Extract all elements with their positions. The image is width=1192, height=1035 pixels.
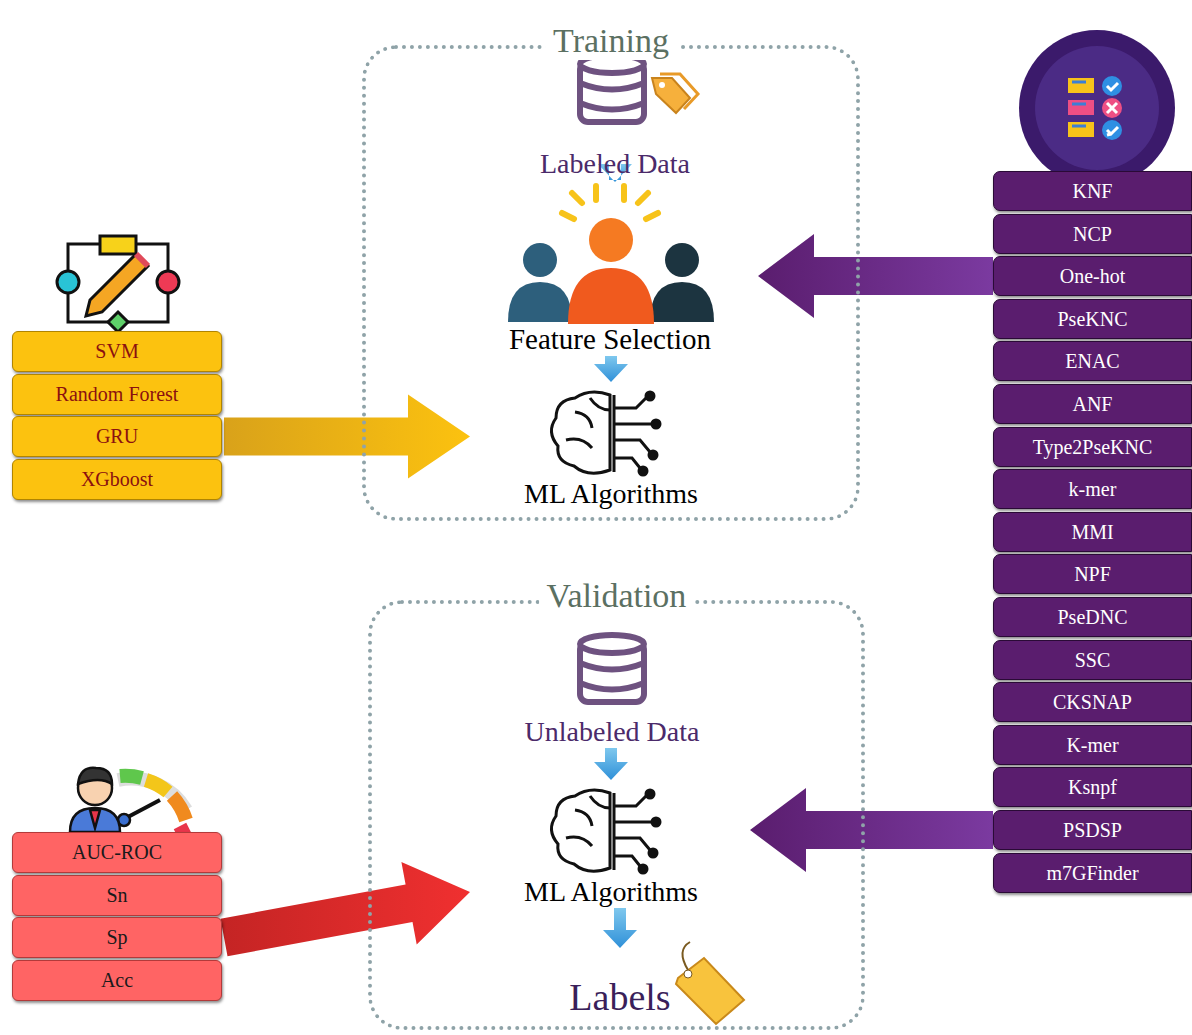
database-icon <box>580 55 644 122</box>
feature-box: Ksnpf <box>993 767 1192 807</box>
feature-box: PSDSP <box>993 810 1192 850</box>
flowchart-icon <box>57 236 179 332</box>
node-label: NCP <box>1073 223 1112 246</box>
node-label: One-hot <box>1060 265 1126 288</box>
people-icon <box>508 186 714 324</box>
algorithm-box: Random Forest <box>12 374 222 415</box>
node-label: PSDSP <box>1063 819 1122 842</box>
algorithm-box: XGboost <box>12 459 222 500</box>
node-label: k-mer <box>1069 478 1117 501</box>
flow-arrow <box>594 748 628 780</box>
feature-box: ANF <box>993 384 1192 424</box>
region-heading: Validation <box>539 577 695 615</box>
database-icon <box>580 635 644 702</box>
node-label: SSC <box>1075 649 1111 672</box>
node-label: AUC-ROC <box>72 841 162 864</box>
metric-box: AUC-ROC <box>12 832 222 873</box>
node-label: m7GFinder <box>1046 862 1138 885</box>
feature-box: PseKNC <box>993 299 1192 339</box>
node-label: K-mer <box>1066 734 1118 757</box>
node-label: PseKNC <box>1057 308 1127 331</box>
node-label: Unlabeled Data <box>525 718 700 746</box>
checklist-icon <box>1019 30 1175 186</box>
feature-box: SSC <box>993 640 1192 680</box>
feature-arrow <box>750 788 993 872</box>
node-label: Sn <box>106 884 127 907</box>
node-label: ML Algorithms <box>524 480 698 508</box>
feature-box: m7GFinder <box>993 853 1192 893</box>
training-region: TrainingLabeled DataFeature SelectionML … <box>362 45 860 521</box>
node-label: ENAC <box>1065 350 1119 373</box>
node-label: ANF <box>1072 393 1112 416</box>
feature-box: NPF <box>993 554 1192 594</box>
node-label: Sp <box>106 926 127 949</box>
model-node: ML Algorithms <box>480 782 742 906</box>
algorithm-box: SVM <box>12 331 222 372</box>
feature-box: ENAC <box>993 341 1192 381</box>
node-label: Labels <box>569 978 670 1016</box>
node-label: SVM <box>95 340 138 363</box>
feature-box: NCP <box>993 214 1192 254</box>
evaluator-icon <box>70 768 186 838</box>
node-label: Feature Selection <box>509 325 711 354</box>
validation-region: ValidationUnlabeled DataML AlgorithmsLab… <box>368 600 865 1030</box>
metric-arrow <box>221 862 471 956</box>
node-label: ML Algorithms <box>524 878 698 906</box>
feature-box: MMI <box>993 512 1192 552</box>
data-store: Unlabeled Data <box>480 634 744 746</box>
node-label: MMI <box>1071 521 1113 544</box>
feature-box: k-mer <box>993 469 1192 509</box>
node-label: KNF <box>1072 180 1112 203</box>
metric-box: Sn <box>12 875 222 916</box>
node-label: Acc <box>101 969 133 992</box>
tag-icon <box>652 74 698 113</box>
node-label: PseDNC <box>1057 606 1127 629</box>
process-node: Feature Selection <box>470 184 750 354</box>
algorithm-box: GRU <box>12 416 222 457</box>
node-label: GRU <box>96 425 138 448</box>
feature-box: K-mer <box>993 725 1192 765</box>
node-label: Labeled Data <box>540 150 690 178</box>
output-node: Labels <box>520 950 720 1016</box>
model-node: ML Algorithms <box>480 384 742 508</box>
brain-icon <box>551 392 660 475</box>
node-label: CKSNAP <box>1053 691 1132 714</box>
node-label: NPF <box>1074 563 1111 586</box>
feature-box: KNF <box>993 171 1192 211</box>
feature-box: PseDNC <box>993 597 1192 637</box>
node-label: Type2PseKNC <box>1033 436 1153 459</box>
flow-arrow <box>594 356 628 382</box>
tag-icon <box>676 942 744 1024</box>
region-heading: Training <box>545 22 677 60</box>
flow-arrow <box>603 908 637 948</box>
feature-arrow <box>758 234 993 318</box>
metric-box: Acc <box>12 960 222 1001</box>
metric-box: Sp <box>12 917 222 958</box>
node-label: Random Forest <box>56 383 179 406</box>
feature-box: Type2PseKNC <box>993 427 1192 467</box>
feature-box: CKSNAP <box>993 682 1192 722</box>
node-label: Ksnpf <box>1068 776 1117 799</box>
data-store: Labeled Data <box>500 52 730 178</box>
node-label: XGboost <box>81 468 153 491</box>
feature-box: One-hot <box>993 256 1192 296</box>
model-input-arrow <box>224 395 470 479</box>
